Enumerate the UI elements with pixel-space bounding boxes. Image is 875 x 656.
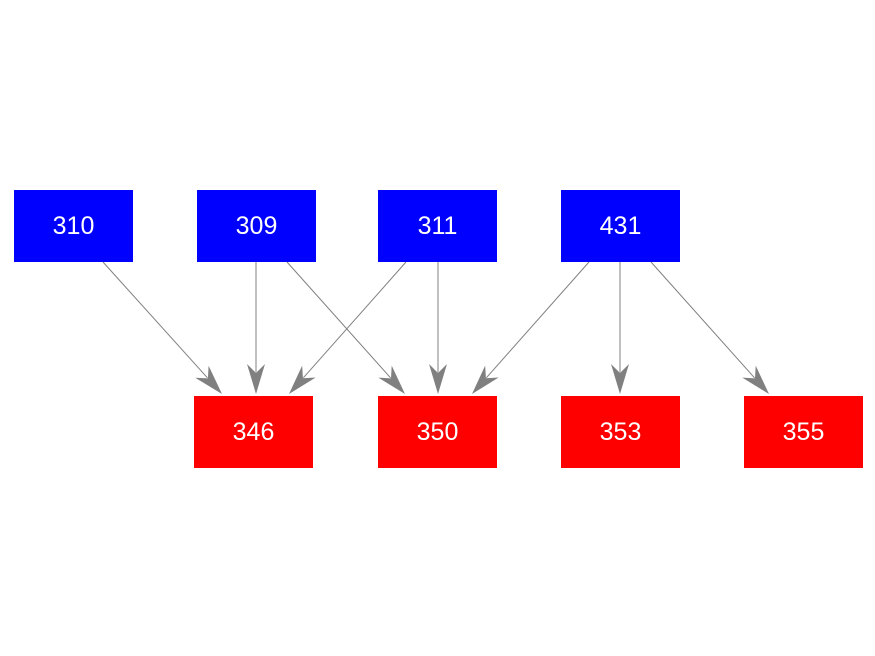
edge-line-431-to-350 xyxy=(485,261,590,379)
edge-line-310-to-346 xyxy=(102,261,208,379)
node-353[interactable]: 353 xyxy=(561,396,680,468)
node-label-310: 310 xyxy=(52,211,95,240)
node-label-309: 309 xyxy=(235,211,278,240)
edge-arrowhead-309-to-350: 309 → 350 xyxy=(378,365,405,394)
edge-line-309-to-350 xyxy=(286,261,391,379)
node-311[interactable]: 311 xyxy=(378,190,497,262)
edge-arrowhead-311-to-350: 311 → 350 xyxy=(429,364,447,394)
node-label-311: 311 xyxy=(417,211,458,240)
edge-arrowhead-431-to-350: 431 → 350 xyxy=(472,365,499,394)
node-310[interactable]: 310 xyxy=(14,190,133,262)
node-350[interactable]: 350 xyxy=(378,396,497,468)
node-label-353: 353 xyxy=(599,417,642,446)
edge-arrowhead-311-to-346: 311 → 346 xyxy=(289,365,316,394)
edge-arrowhead-431-to-353: 431 → 353 xyxy=(611,364,629,394)
node-label-355: 355 xyxy=(782,417,825,446)
node-label-346: 346 xyxy=(232,417,275,446)
node-label-350: 350 xyxy=(416,417,459,446)
edge-arrowhead-310-to-346: 310 → 346 xyxy=(195,365,222,394)
node-label-431: 431 xyxy=(599,211,642,240)
edge-arrowhead-309-to-346: 309 → 346 xyxy=(247,364,265,394)
node-309[interactable]: 309 xyxy=(197,190,316,262)
node-355[interactable]: 355 xyxy=(744,396,863,468)
edge-line-311-to-346 xyxy=(302,261,407,379)
node-346[interactable]: 346 xyxy=(194,396,313,468)
edge-arrowhead-431-to-355: 431 → 355 xyxy=(742,365,769,394)
node-431[interactable]: 431 xyxy=(561,190,680,262)
edge-line-431-to-355 xyxy=(650,261,755,379)
